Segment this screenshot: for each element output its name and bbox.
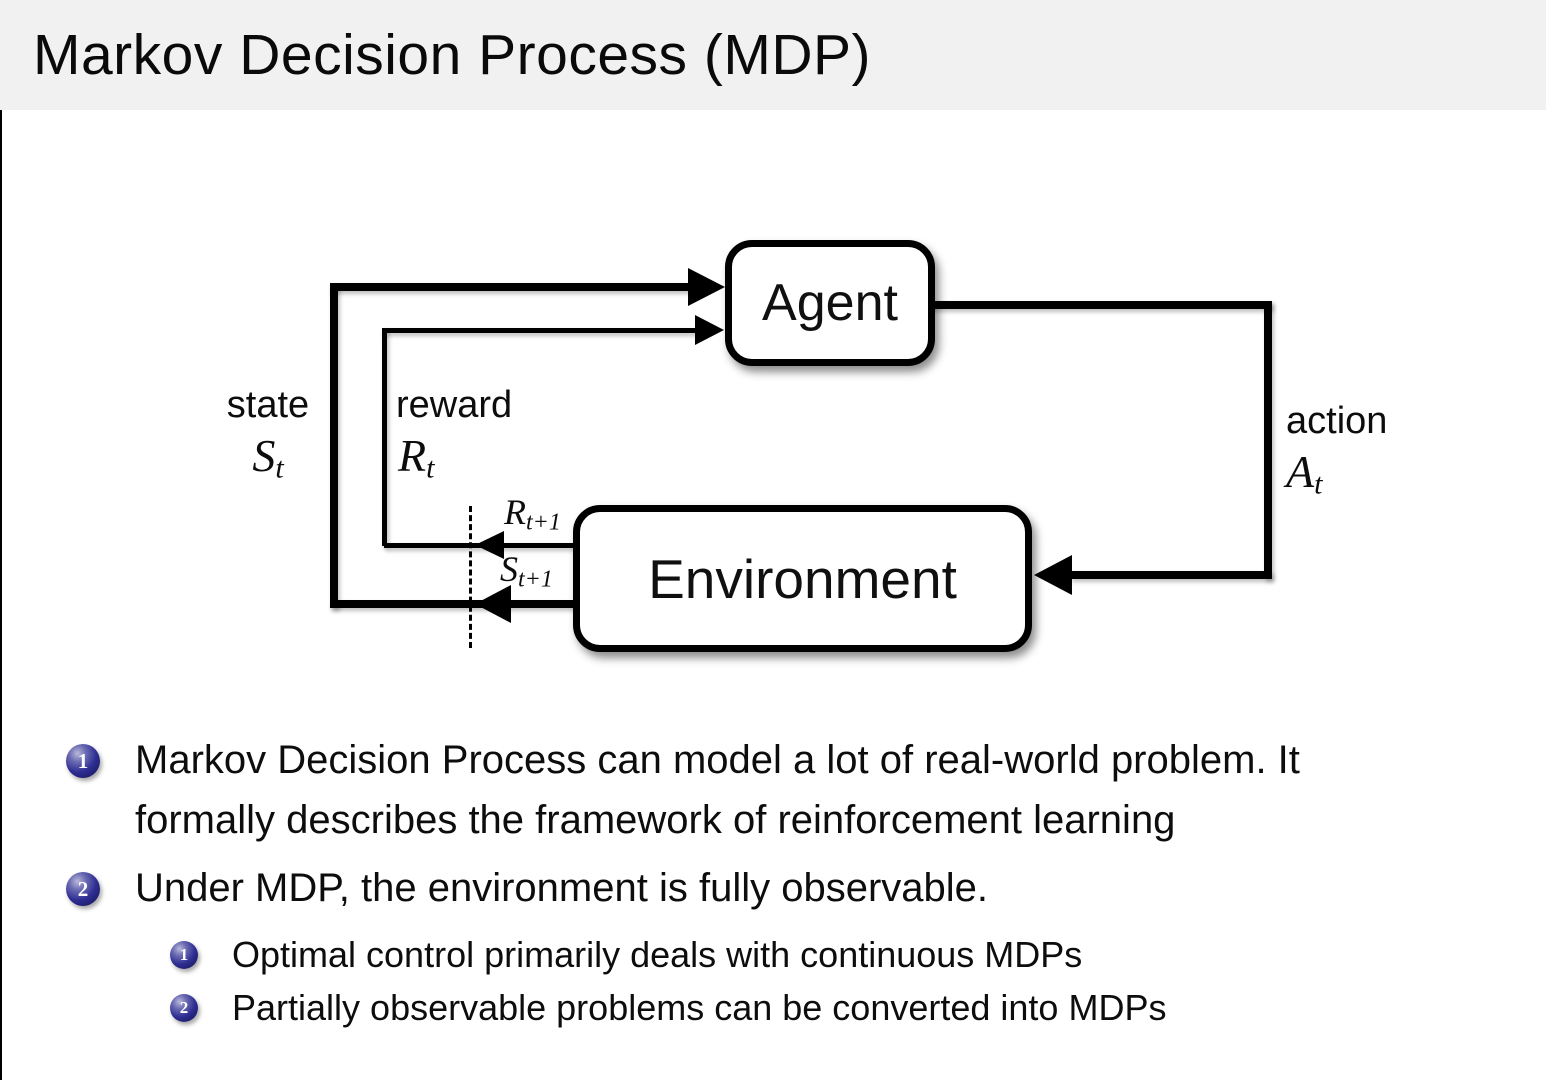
next-state-return-line <box>330 600 578 608</box>
next-reward-symbol: Rt+1 <box>504 492 561 536</box>
state-arrowhead-into-agent <box>688 268 725 306</box>
reward-symbol: Rt <box>398 430 435 485</box>
bullet-number-ball: 1 <box>66 744 100 778</box>
action-arrowhead-into-environment <box>1034 555 1072 595</box>
action-label: action <box>1286 400 1388 442</box>
next-state-symbol: St+1 <box>500 549 553 593</box>
sub-bullet-item-2: 2 Partially observable problems can be c… <box>170 983 1166 1033</box>
bullet-text: Markov Decision Process can model a lot … <box>135 738 1300 842</box>
reward-line-vertical <box>382 328 387 546</box>
reward-label: reward <box>396 384 513 426</box>
action-label-group: action At <box>1286 399 1426 513</box>
reward-arrowhead-into-agent <box>695 315 724 345</box>
state-line-top <box>330 283 695 291</box>
bullet-text: Under MDP, the environment is fully obse… <box>135 866 989 910</box>
slide-title-bar: Markov Decision Process (MDP) <box>0 0 1546 110</box>
reward-label-group: reward Rt <box>396 383 546 497</box>
sub-bullet-item-1: 1 Optimal control primarily deals with c… <box>170 930 1082 980</box>
slide-left-border <box>0 0 2 1080</box>
state-line-vertical <box>330 283 338 608</box>
next-reward-arrowhead <box>475 531 504 559</box>
reward-line-top <box>382 328 698 333</box>
sub-bullet-text: Partially observable problems can be con… <box>232 987 1167 1028</box>
environment-node-label: Environment <box>648 547 957 610</box>
state-label: state <box>226 384 310 426</box>
action-line-top <box>928 301 1272 309</box>
state-symbol: St <box>252 430 284 485</box>
next-state-arrowhead <box>475 585 511 623</box>
page-title: Markov Decision Process (MDP) <box>33 23 871 87</box>
agent-node: Agent <box>725 240 935 366</box>
bullet-number-ball: 2 <box>66 872 100 906</box>
action-line-bottom <box>1070 571 1272 579</box>
sub-bullet-number-ball: 2 <box>170 994 198 1022</box>
bullet-item-2: 2 Under MDP, the environment is fully ob… <box>66 858 988 918</box>
environment-node: Environment <box>573 505 1032 652</box>
state-label-group: state St <box>212 383 324 497</box>
sub-bullet-number-ball: 1 <box>170 941 198 969</box>
action-symbol: At <box>1286 446 1323 501</box>
agent-node-label: Agent <box>762 274 898 332</box>
action-line-vertical <box>1264 301 1272 579</box>
timestep-dashed-line <box>469 506 472 648</box>
bullet-item-1: 1 Markov Decision Process can model a lo… <box>66 730 1300 850</box>
sub-bullet-text: Optimal control primarily deals with con… <box>232 934 1083 975</box>
